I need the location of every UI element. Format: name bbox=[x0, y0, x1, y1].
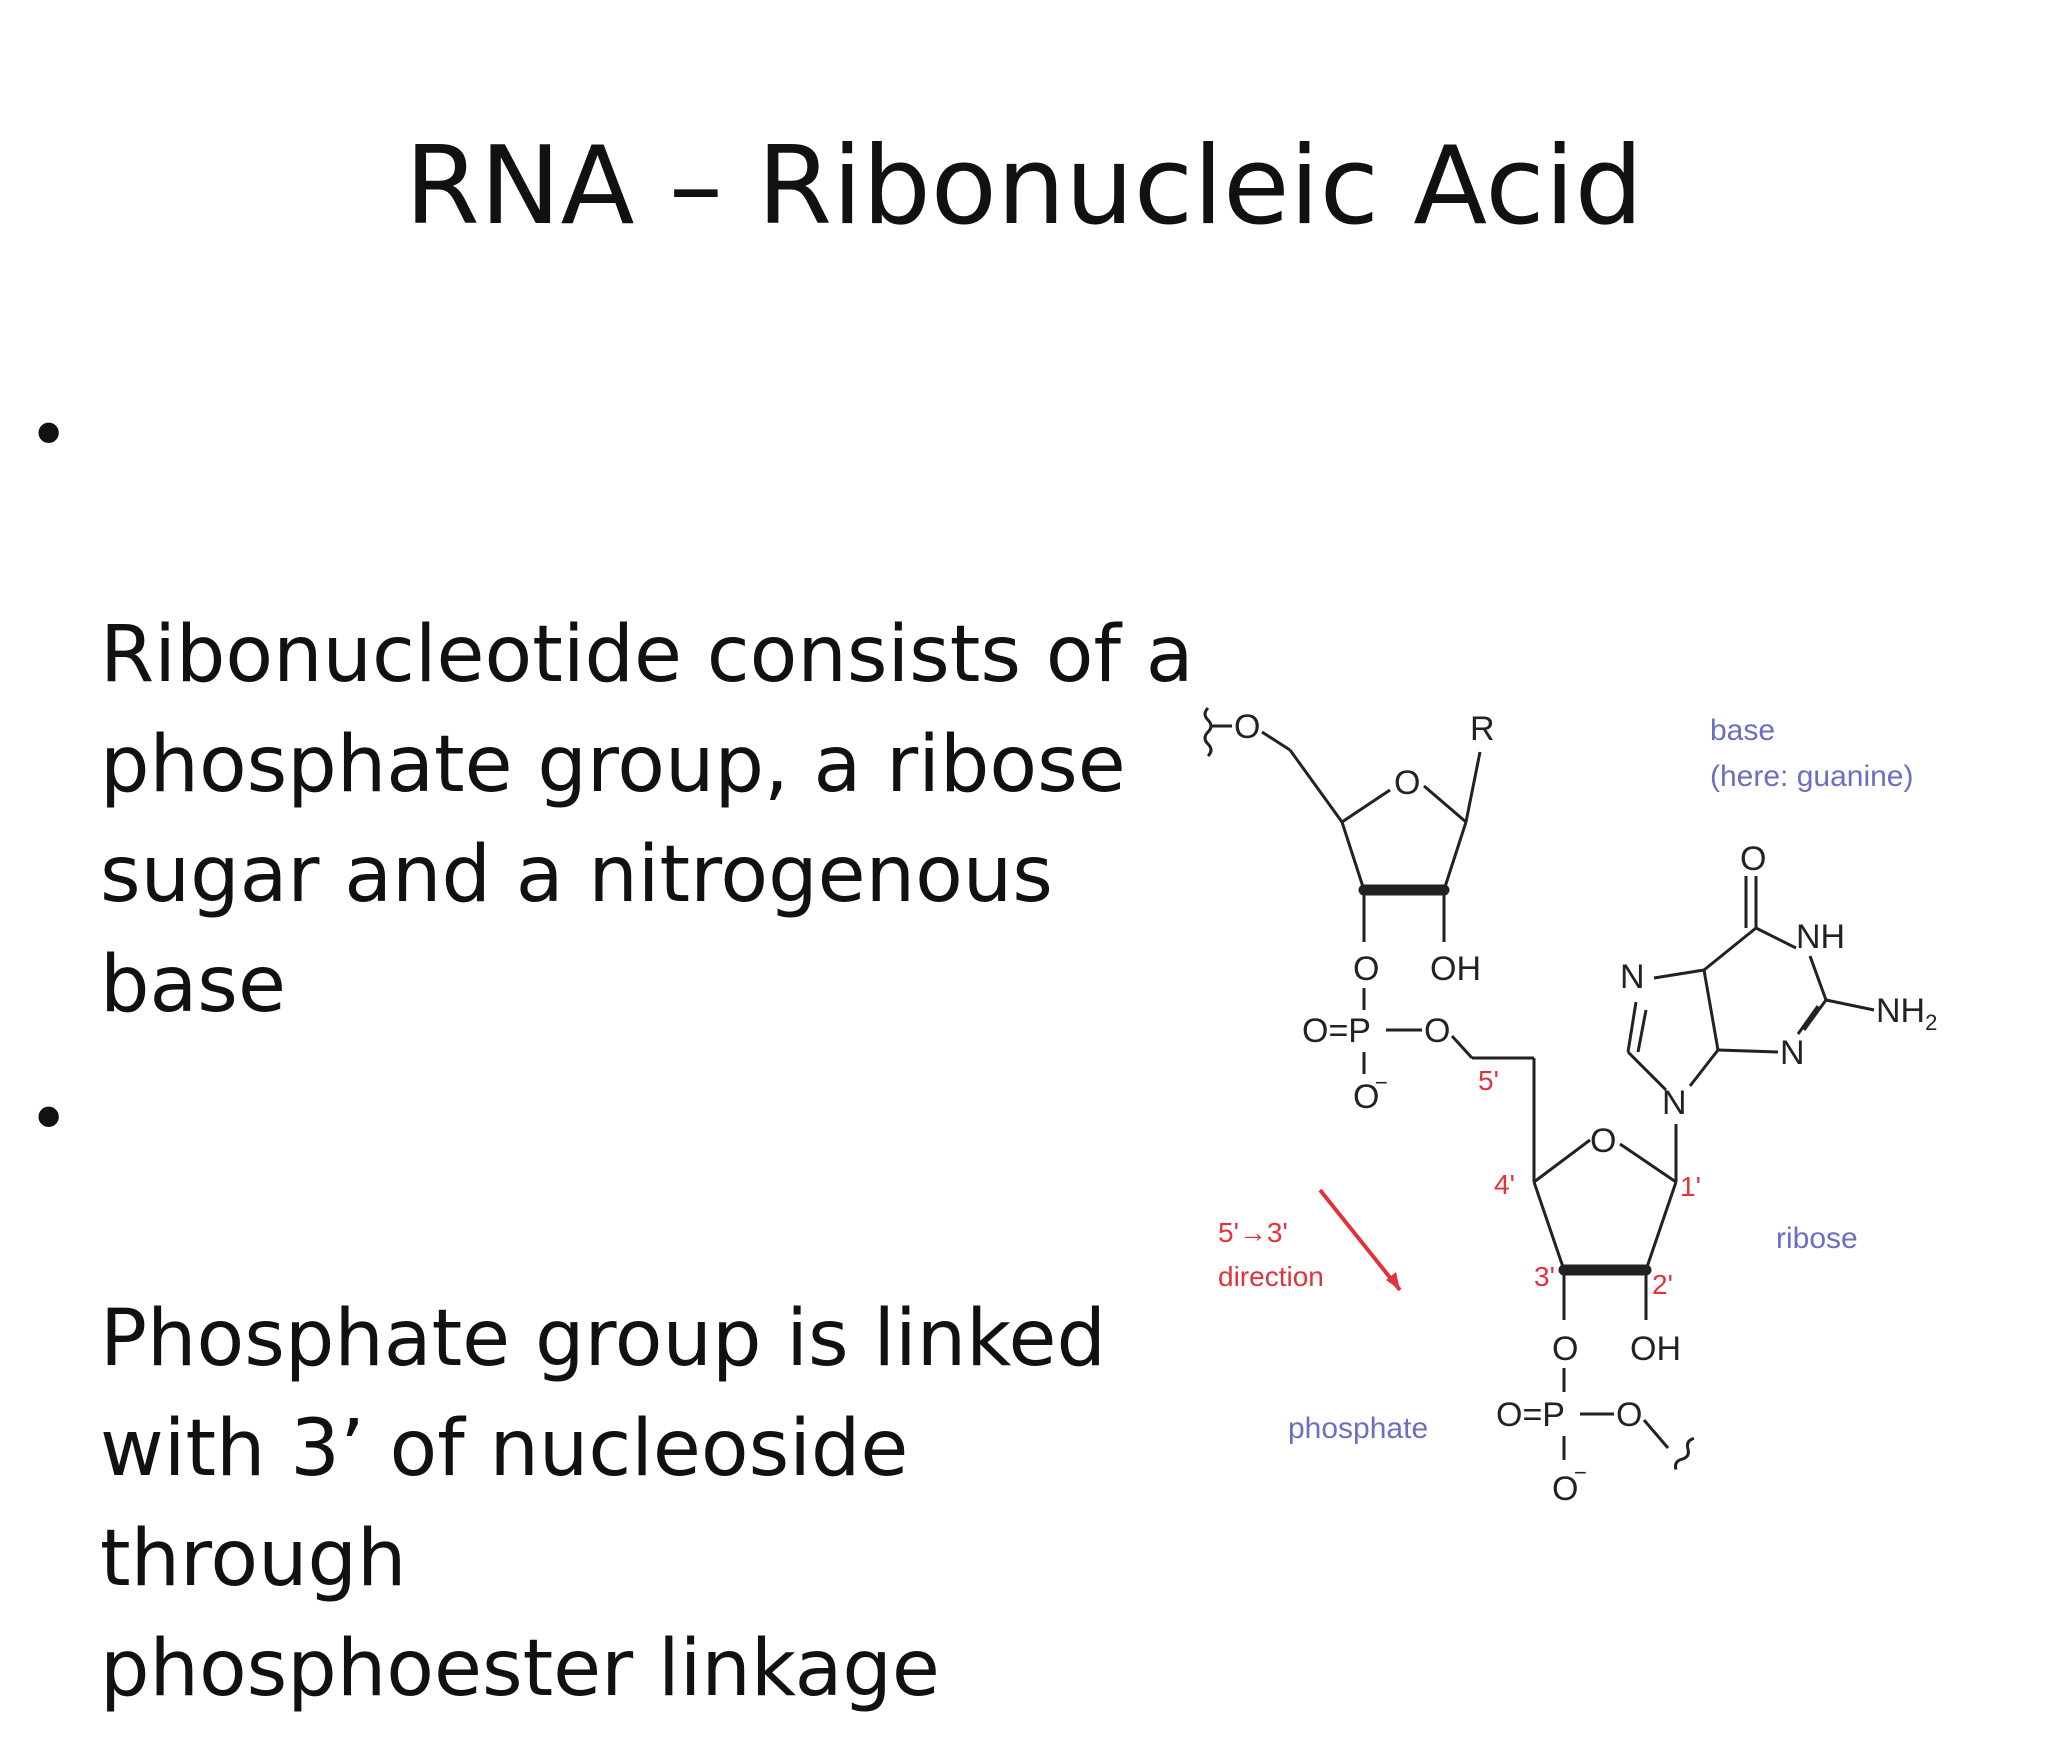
minus-sign: − bbox=[1574, 1460, 1587, 1485]
chain-break-bottom bbox=[1673, 1436, 1695, 1470]
bond bbox=[1755, 926, 1797, 950]
minus-sign: − bbox=[1375, 1070, 1388, 1095]
bond-ring bbox=[1644, 1181, 1678, 1271]
bond bbox=[1261, 730, 1291, 752]
bond-ring bbox=[1533, 1138, 1591, 1184]
slide: RNA – Ribonucleic Acid • Ribonucleotide … bbox=[28, 124, 1937, 1714]
bond bbox=[1636, 1009, 1648, 1053]
top-ribose-unit: O O R O OH bbox=[1203, 706, 1495, 988]
guanine-base: N N NH O NH2 N bbox=[1620, 840, 1937, 1182]
atom-o-minus: O bbox=[1552, 1470, 1578, 1508]
atom-n: N bbox=[1662, 1084, 1687, 1122]
r-group: R bbox=[1470, 710, 1495, 748]
bond-r bbox=[1464, 751, 1482, 823]
ribose-label: ribose bbox=[1776, 1222, 1858, 1255]
bullet-item: • Phosphate group is linked with 3’ of n… bbox=[28, 1064, 1218, 1724]
chain-break-top bbox=[1203, 706, 1213, 758]
base-label: base bbox=[1710, 714, 1775, 747]
bond-ring bbox=[1341, 788, 1391, 824]
bullet-item: • Ribonucleotide consists of a phosphate… bbox=[28, 380, 1218, 1040]
slide-title: RNA – Ribonucleic Acid bbox=[404, 124, 1644, 249]
rna-structure-diagram: O O R O OH O=P O O − 5' bbox=[1203, 706, 1937, 1508]
bullet-dot: • bbox=[28, 1078, 70, 1160]
carbon-label-2: 2' bbox=[1652, 1269, 1673, 1300]
ring-oxygen: O bbox=[1394, 764, 1420, 802]
phosphodiester-link: O=P O O − 5' bbox=[1302, 988, 1534, 1116]
carbon-label-1: 1' bbox=[1680, 1171, 1701, 1202]
direction-arrow-label: 5'→3' bbox=[1218, 1217, 1288, 1248]
carbon-label-5: 5' bbox=[1478, 1065, 1499, 1096]
bond bbox=[1717, 1048, 1779, 1054]
bond bbox=[1703, 926, 1757, 972]
bond bbox=[1796, 1005, 1820, 1035]
phosphate-center: O=P bbox=[1496, 1396, 1565, 1434]
phosphate-center: O=P bbox=[1302, 1012, 1371, 1050]
bond bbox=[1626, 1001, 1638, 1053]
atom-o: O bbox=[1552, 1330, 1578, 1368]
atom-o: O bbox=[1353, 950, 1379, 988]
hydroxyl: OH bbox=[1430, 950, 1481, 988]
atom-o: O bbox=[1234, 708, 1260, 746]
bond bbox=[1808, 955, 1828, 1001]
bond bbox=[1653, 968, 1705, 980]
carbon-label-3: 3' bbox=[1534, 1261, 1555, 1292]
atom-o-minus: O bbox=[1353, 1078, 1379, 1116]
bond-ring bbox=[1423, 784, 1467, 824]
bullet-text: Phosphate group is linked with 3’ of nuc… bbox=[100, 1294, 1107, 1714]
bond-ring bbox=[1340, 821, 1366, 891]
bullet-dot: • bbox=[28, 394, 70, 476]
atom-o: O bbox=[1424, 1012, 1450, 1050]
atom-nh: NH bbox=[1796, 918, 1845, 956]
ring-oxygen: O bbox=[1590, 1122, 1616, 1160]
bond-ring bbox=[1532, 1181, 1566, 1271]
phosphate-label: phosphate bbox=[1288, 1412, 1428, 1445]
bond bbox=[1702, 969, 1720, 1051]
hydroxyl: OH bbox=[1630, 1330, 1681, 1368]
bond-ring bbox=[1619, 1142, 1677, 1184]
bond-c5-c4 bbox=[1288, 749, 1344, 823]
bond bbox=[1642, 1419, 1670, 1449]
atom-n: N bbox=[1620, 958, 1645, 996]
bullet-text: Ribonucleotide consists of a phosphate g… bbox=[100, 610, 1194, 1030]
bond-ring bbox=[1442, 821, 1468, 891]
atom-n: N bbox=[1780, 1034, 1805, 1072]
direction-arrow-icon bbox=[1318, 1188, 1402, 1292]
atom-o: O bbox=[1616, 1396, 1642, 1434]
base-note-label: (here: guanine) bbox=[1710, 760, 1913, 793]
bottom-ribose-unit: 4' O 1' 3' 2' O OH O=P O O − bbox=[1494, 1058, 1701, 1508]
bond bbox=[1688, 1049, 1720, 1087]
bond bbox=[1450, 1034, 1474, 1060]
atom-o: O bbox=[1740, 840, 1766, 878]
annotations: base (here: guanine) ribose phosphate 5'… bbox=[1218, 714, 1913, 1445]
atom-nh2: NH2 bbox=[1876, 992, 1937, 1035]
direction-label: direction bbox=[1218, 1261, 1324, 1292]
bond bbox=[1626, 1050, 1668, 1092]
arrow-head-icon bbox=[1386, 1272, 1400, 1290]
carbon-label-4: 4' bbox=[1494, 1169, 1515, 1200]
bond bbox=[1825, 998, 1875, 1012]
bullet-list: • Ribonucleotide consists of a phosphate… bbox=[28, 380, 1218, 1748]
bond bbox=[1802, 999, 1828, 1031]
